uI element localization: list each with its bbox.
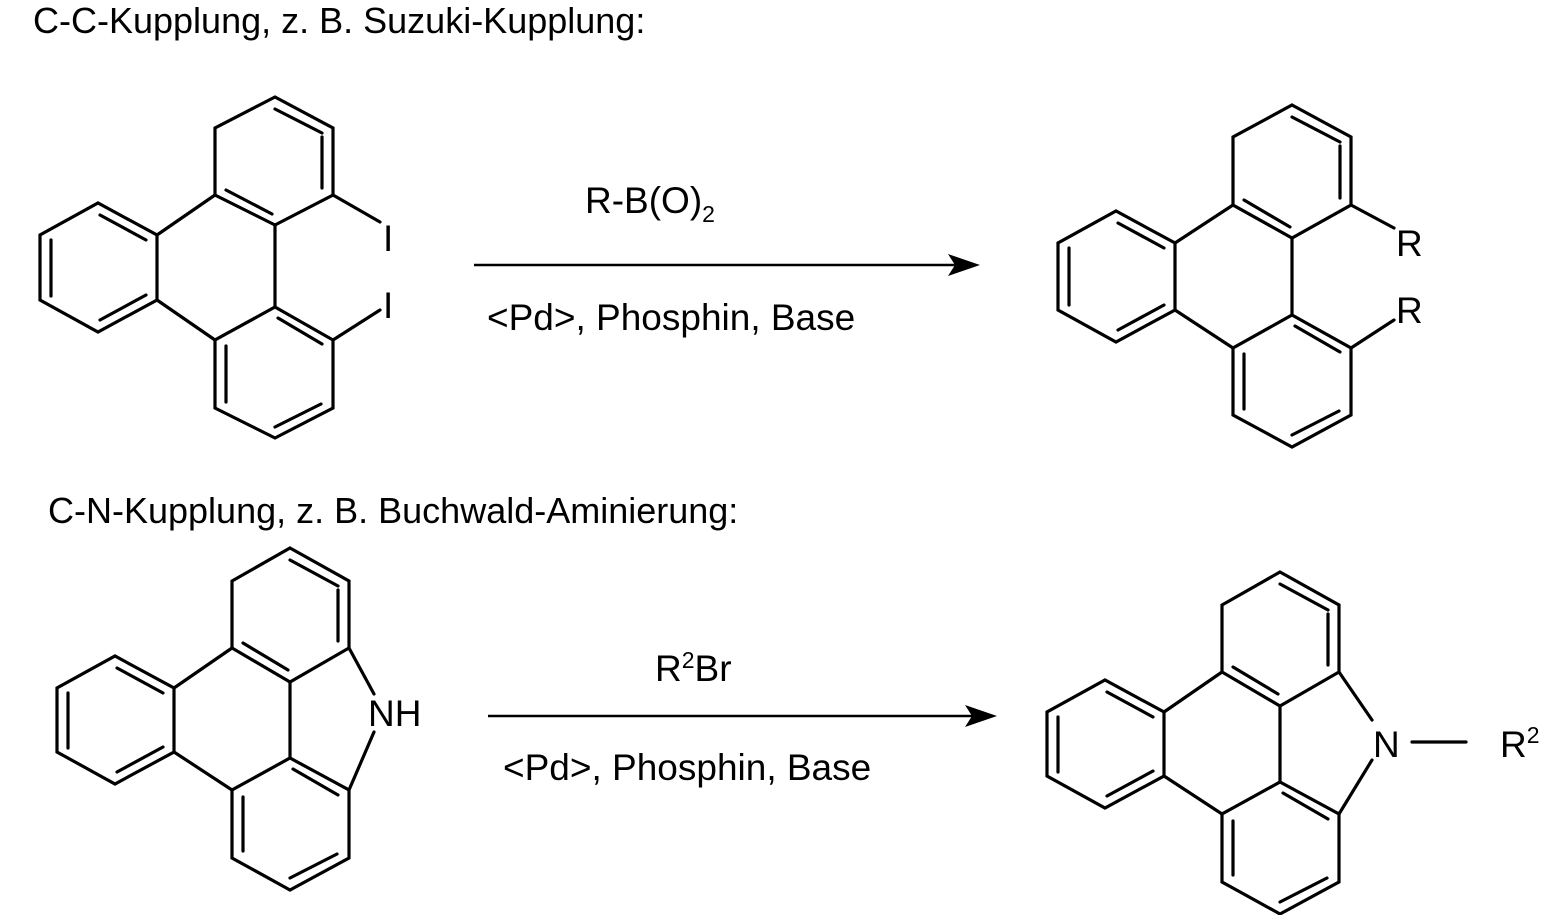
reagent-r-superscript: 2	[682, 647, 695, 673]
nh-label: NH	[368, 693, 421, 734]
reagent-r-main: R	[655, 648, 682, 689]
reagent-alkyl-bromide: R2Br	[655, 647, 732, 689]
reagent-boronic: R-B(O)2	[585, 180, 715, 227]
conditions-buchwald: <Pd>, Phosphin, Base	[503, 747, 871, 788]
reagent-boronic-main: R-B(O)	[585, 180, 702, 221]
reagent-br: Br	[695, 648, 732, 689]
reactant-diiodo-triphenylene	[40, 97, 380, 438]
product-r2-superscript: 2	[1527, 722, 1540, 748]
iodine-label-1: I	[383, 218, 393, 259]
reactant-nh-heterocycle	[57, 548, 374, 890]
n-label: N	[1373, 724, 1400, 765]
product-r2-label: R2	[1500, 722, 1540, 765]
heading-buchwald: C-N-Kupplung, z. B. Buchwald-Aminierung:	[48, 490, 738, 531]
iodine-label-2: I	[383, 285, 393, 326]
product-dialkyl-triphenylene	[1058, 105, 1394, 447]
conditions-suzuki: <Pd>, Phosphin, Base	[487, 297, 855, 338]
reaction-arrow-1	[474, 254, 980, 276]
product-r-label-1: R	[1396, 223, 1423, 264]
product-r2-main: R	[1500, 724, 1527, 765]
reagent-boronic-subscript: 2	[702, 201, 715, 227]
reaction-arrow-2	[488, 705, 997, 727]
product-n-substituted-heterocycle	[1047, 572, 1466, 914]
heading-suzuki: C-C-Kupplung, z. B. Suzuki-Kupplung:	[33, 0, 645, 41]
product-r-label-2: R	[1396, 290, 1423, 331]
